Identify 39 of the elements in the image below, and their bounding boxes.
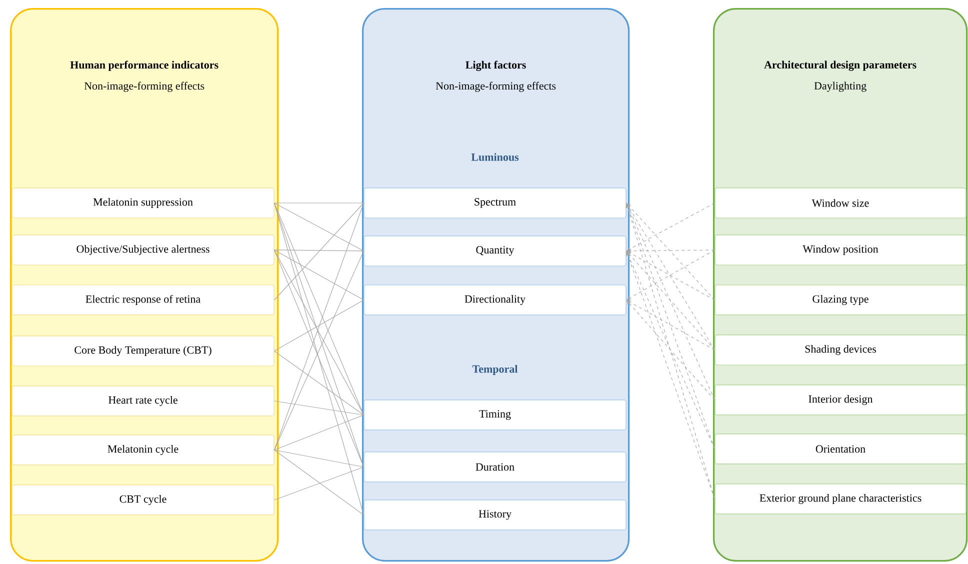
- item-box: Duration: [364, 452, 626, 482]
- item-box: Quantity: [364, 236, 626, 266]
- connector: [626, 203, 715, 350]
- item-box: Interior design: [714, 384, 966, 416]
- connector: [274, 466, 364, 500]
- connector: [274, 414, 364, 450]
- connector: [274, 202, 364, 516]
- connector: [274, 450, 364, 516]
- connector: [274, 202, 364, 300]
- connector: [626, 251, 715, 450]
- item-box: Heart rate cycle: [12, 386, 274, 416]
- item-box: Directionality: [364, 284, 626, 316]
- item-box: Core Body Temperature (CBT): [12, 336, 274, 366]
- connector: [274, 350, 364, 416]
- item-box: Window position: [714, 234, 966, 266]
- section-heading: Temporal: [472, 365, 518, 375]
- item-box: CBT cycle: [12, 484, 274, 516]
- connector: [274, 250, 364, 252]
- item-box: Glazing type: [714, 284, 966, 316]
- item-box: Objective/Subjective alertness: [12, 234, 274, 266]
- connector: [274, 202, 364, 204]
- connector: [274, 202, 364, 252]
- item-box: Timing: [364, 400, 626, 430]
- connector: [274, 250, 364, 416]
- item-box: Spectrum: [364, 188, 626, 218]
- connector: [626, 203, 715, 500]
- connector: [274, 450, 364, 468]
- item-box: History: [364, 500, 626, 530]
- item-box: Melatonin suppression: [12, 188, 274, 218]
- item-box: Exterior ground plane characteristics: [714, 484, 966, 514]
- item-box: Orientation: [714, 434, 966, 464]
- item-box: Melatonin cycle: [12, 434, 274, 466]
- item-box: Window size: [714, 188, 966, 218]
- connector: [274, 300, 364, 352]
- connector: [274, 400, 364, 416]
- item-box: Shading devices: [714, 334, 966, 366]
- section-heading: Luminous: [471, 153, 519, 161]
- item-box: Electric response of retina: [12, 284, 274, 316]
- connector: [274, 250, 364, 300]
